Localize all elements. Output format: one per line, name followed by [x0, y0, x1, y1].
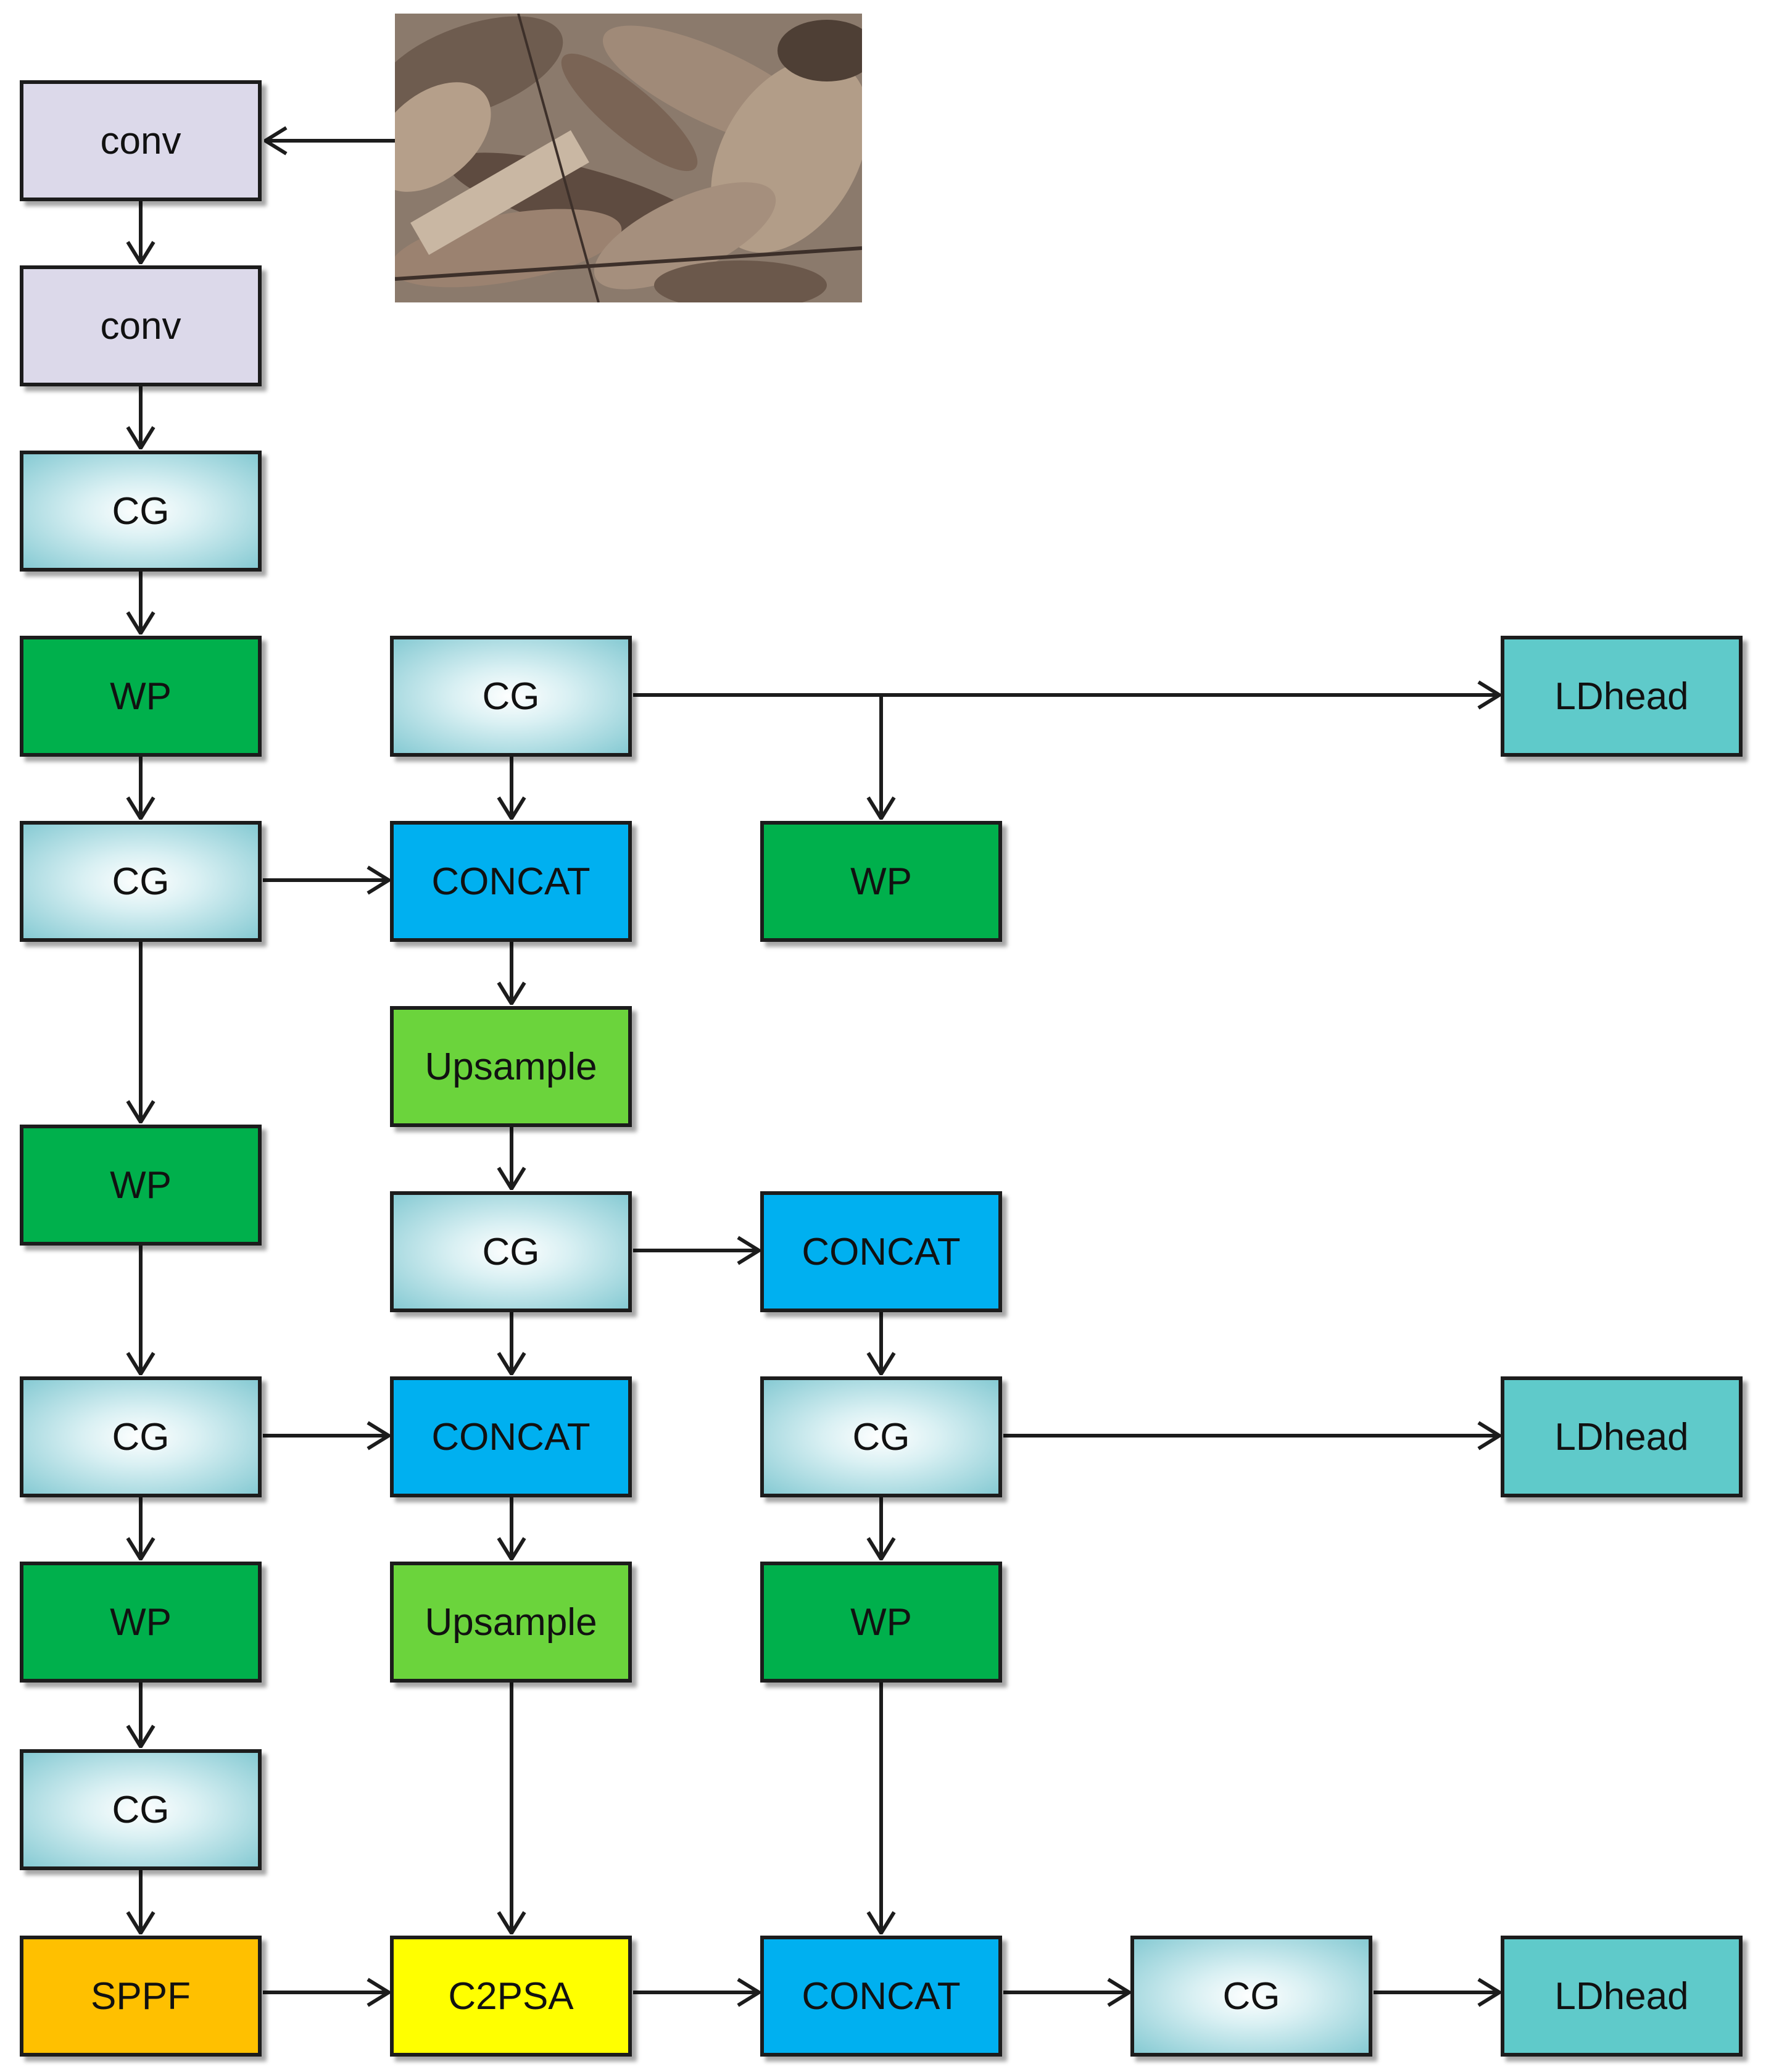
wp-block-top: WP — [760, 821, 1002, 942]
ldhead-block-1: LDhead — [1501, 636, 1743, 757]
upsample-block-2: Upsample — [390, 1562, 632, 1683]
cg-block-4: CG — [20, 1749, 262, 1870]
wp-block-1: WP — [20, 636, 262, 757]
c2psa-block: C2PSA — [390, 1936, 632, 2057]
cg-block-3: CG — [20, 1376, 262, 1497]
concat-block-2: CONCAT — [390, 1376, 632, 1497]
conv-block-1: conv — [20, 80, 262, 201]
wp-block-3: WP — [20, 1562, 262, 1683]
cg-block-col3: CG — [760, 1376, 1002, 1497]
upsample-block-1: Upsample — [390, 1006, 632, 1127]
sppf-block: SPPF — [20, 1936, 262, 2057]
concat-block-1: CONCAT — [390, 821, 632, 942]
ldhead-block-2: LDhead — [1501, 1376, 1743, 1497]
cg-block-top: CG — [390, 636, 632, 757]
conv-block-2: conv — [20, 265, 262, 386]
ldhead-block-3: LDhead — [1501, 1936, 1743, 2057]
concat-block-4: CONCAT — [760, 1936, 1002, 2057]
cg-block-bottom: CG — [1130, 1936, 1372, 2057]
concat-block-3: CONCAT — [760, 1191, 1002, 1312]
cg-block-mid: CG — [390, 1191, 632, 1312]
leaf-litter-photo-icon — [395, 14, 862, 302]
wp-block-2: WP — [20, 1125, 262, 1246]
wp-block-col3: WP — [760, 1562, 1002, 1683]
cg-block-2: CG — [20, 821, 262, 942]
cg-block-1: CG — [20, 451, 262, 572]
